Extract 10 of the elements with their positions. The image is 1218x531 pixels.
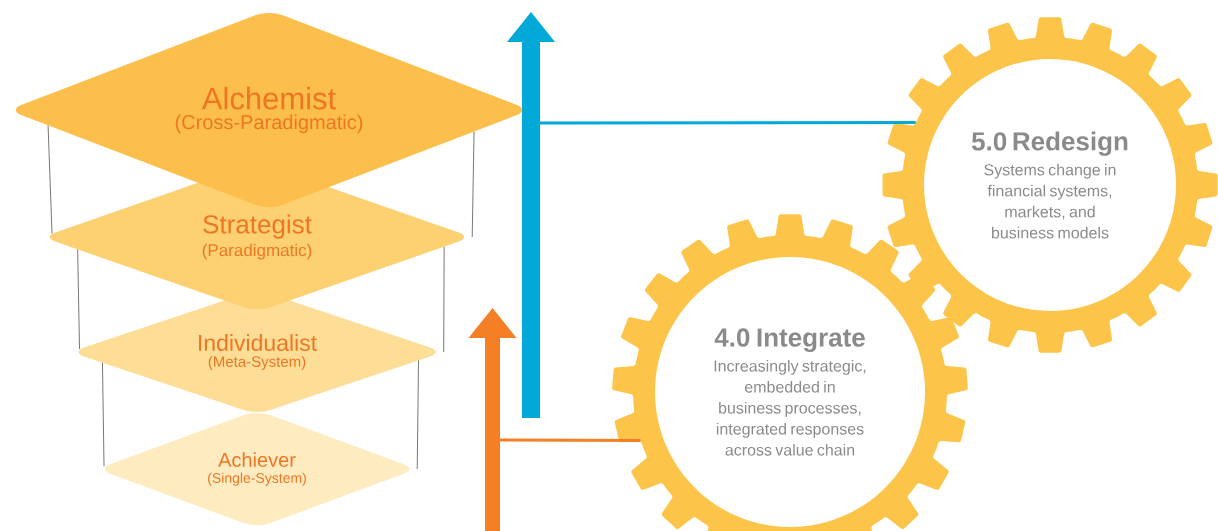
connector-line: [416, 360, 419, 470]
connector-line: [540, 120, 916, 125]
gear: 4.0 Integrate Increasingly strategic, embedded in business processes, integrated responses across value chain: [612, 214, 968, 531]
connector-line: [77, 249, 80, 350]
gear: 5.0 Redesign Systems change in financial systems, markets, and business models: [882, 17, 1218, 353]
connector-line: [443, 246, 445, 353]
connector-line: [471, 131, 475, 238]
connector-line: [500, 438, 641, 443]
connector-line: [47, 125, 53, 234]
connector-line: [102, 362, 105, 467]
